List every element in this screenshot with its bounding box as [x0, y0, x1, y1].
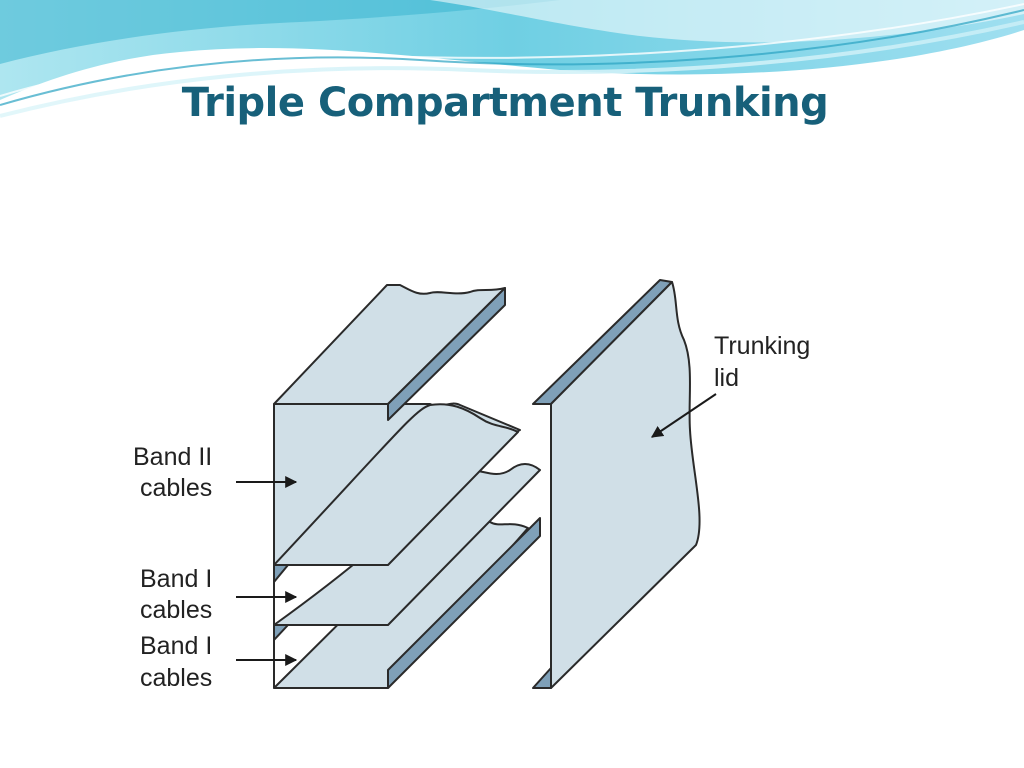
lid-arrow [651, 393, 717, 438]
top-panel-lip [387, 287, 506, 421]
band2-label-line2: cables [140, 474, 212, 502]
header-wave-decoration [0, 0, 1024, 118]
upper-divider [273, 403, 519, 566]
lid-label-line2: lid [714, 364, 739, 392]
lid-label-line1: Trunking [714, 332, 810, 360]
back-edge-strip [273, 564, 289, 583]
back-edge-strip [273, 624, 289, 641]
band1-lower-label-line1: Band I [140, 632, 212, 660]
trunking-lid-bottom-lip [532, 667, 552, 689]
band2-label-line1: Band II [133, 443, 212, 471]
lower-shelf-lip [387, 517, 541, 689]
band1-upper-label-line2: cables [140, 596, 212, 624]
band1-upper-label-line1: Band I [140, 565, 212, 593]
figure-panel: Band II cables Band I cables Band I cabl… [88, 150, 930, 710]
slide-title: Triple Compartment Trunking [181, 80, 829, 126]
trunking-lid [550, 281, 701, 689]
band1-lower-label-line2: cables [140, 664, 212, 692]
trunking-diagram: Band II cables Band I cables Band I cabl… [133, 279, 810, 692]
top-panel [273, 284, 506, 405]
